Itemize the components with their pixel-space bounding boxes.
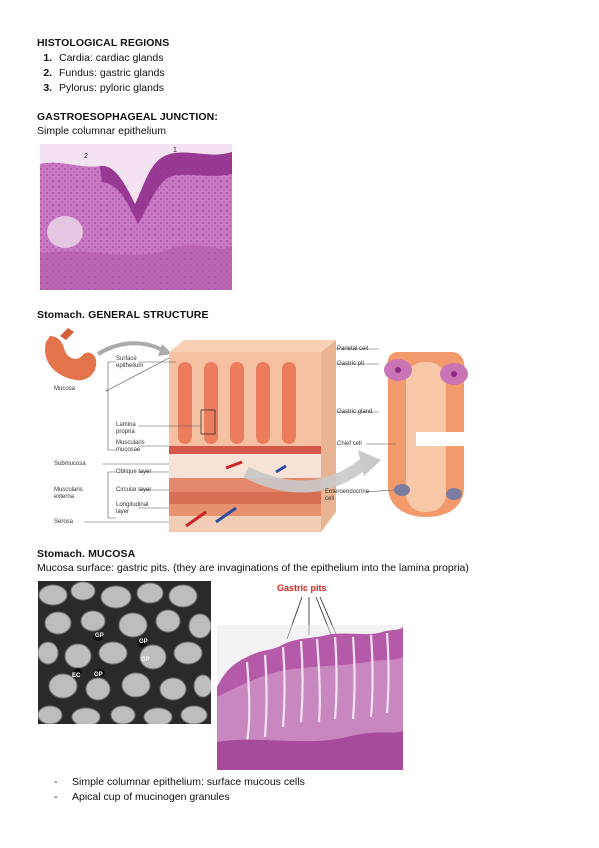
label-circular-layer: Circular layer xyxy=(116,487,152,493)
list-item: Apical cup of mucinogen granules xyxy=(54,790,305,805)
label-gastric-pits: Gastric pits xyxy=(277,583,327,593)
label-enteroendocrine-cell: Enteroendocrine cell xyxy=(325,489,370,502)
label-muscularis-externa: Muscularis externa xyxy=(54,487,83,500)
sem-label-gp-1: GP xyxy=(95,633,104,639)
gastric-pits-histology xyxy=(217,596,403,770)
gastric-pits-micrograph-panel: Gastric pits xyxy=(217,577,403,770)
label-gastric-pit: Gastric pit xyxy=(337,361,365,367)
label-muscularis-mucosae: Muscularis mucosae xyxy=(116,440,145,453)
stomach-wall-illustration xyxy=(45,328,473,532)
sem-micrograph-gastric-pits: GP GP GP EC GP xyxy=(38,581,211,724)
sem-label-gp-3: GP xyxy=(141,657,150,663)
heading-gastroesophageal-junction: GASTROESOPHAGEAL JUNCTION: xyxy=(37,111,218,123)
sem-label-gp-4: GP xyxy=(94,672,103,678)
arrow-icon xyxy=(96,341,168,356)
label-oblique-layer: Oblique layer xyxy=(116,469,152,475)
heading-histological-regions: HISTOLOGICAL REGIONS xyxy=(37,37,170,49)
mucosa-bullets: Simple columnar epithelium: surface muco… xyxy=(54,775,305,805)
gastroesophageal-junction-micrograph: 2 1 xyxy=(40,144,232,290)
label-chief-cell: Chief cell xyxy=(337,441,362,447)
sem-label-gp-2: GP xyxy=(139,639,148,645)
label-mucosa: Mucosa xyxy=(54,386,76,392)
label-parietal-cell: Parietal cell xyxy=(337,346,369,352)
image-label-1: 1 xyxy=(173,147,177,154)
heading-general-structure: Stomach. GENERAL STRUCTURE xyxy=(37,309,209,321)
image-label-2: 2 xyxy=(84,153,88,160)
regions-list: Cardia: cardiac glands Fundus: gastric g… xyxy=(37,51,165,96)
subtitle-simple-columnar: Simple columnar epithelium xyxy=(37,125,166,137)
stomach-wall-diagram: Mucosa Surface epithelium Lamina propria… xyxy=(36,322,473,534)
label-lamina-propria: Lamina propria xyxy=(116,422,136,435)
sem-label-ec: EC xyxy=(72,673,81,679)
label-surface-epithelium: Surface epithelium xyxy=(116,356,144,369)
heading-stomach-mucosa: Stomach. MUCOSA xyxy=(37,548,136,560)
list-item: Cardia: cardiac glands xyxy=(55,51,165,66)
list-item: Fundus: gastric glands xyxy=(55,66,165,81)
subtitle-mucosa-surface: Mucosa surface: gastric pits. (they are … xyxy=(37,562,469,574)
label-serosa: Serosa xyxy=(54,519,74,525)
list-item: Simple columnar epithelium: surface muco… xyxy=(54,775,305,790)
label-submucosa: Submucosa xyxy=(54,461,86,467)
label-longitudinal-layer: Longitudinal layer xyxy=(116,502,149,515)
stomach-icon xyxy=(45,336,97,381)
label-gastric-gland: Gastric gland xyxy=(337,409,373,415)
list-item: Pylorus: pyloric glands xyxy=(55,81,165,96)
